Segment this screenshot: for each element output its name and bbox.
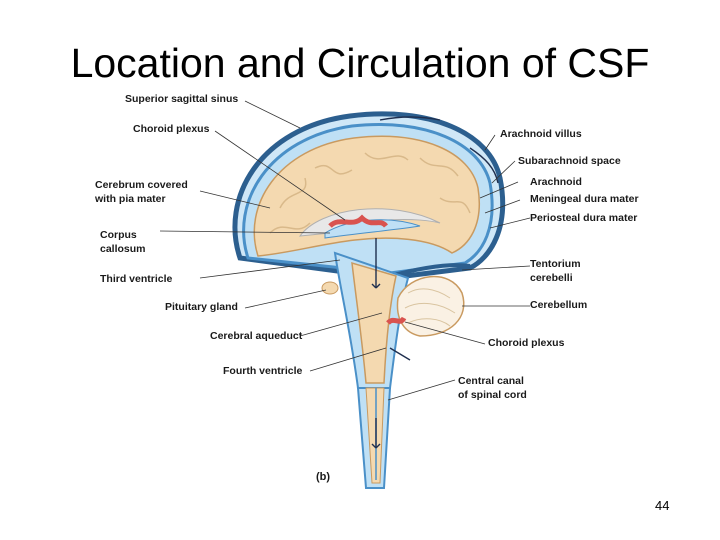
label-corpus-line1: Corpus xyxy=(100,229,137,241)
pituitary-gland xyxy=(321,281,339,295)
label-superior-sagittal-sinus: Superior sagittal sinus xyxy=(125,93,239,105)
slide-title: Location and Circulation of CSF xyxy=(70,40,650,86)
brain-csf-diagram: Superior sagittal sinus Choroid plexus C… xyxy=(90,88,650,498)
label-tentorium-line1: Tentorium xyxy=(530,258,581,270)
label-central-canal-line2: of spinal cord xyxy=(458,389,527,401)
tentorium-cerebelli xyxy=(389,263,471,278)
cerebellum-folia xyxy=(404,288,456,327)
choroid-plexus-upper xyxy=(328,214,388,228)
label-fourth-ventricle: Fourth ventricle xyxy=(223,365,303,377)
label-arachnoid: Arachnoid xyxy=(530,176,582,188)
label-cerebellum: Cerebellum xyxy=(530,299,588,311)
page-number: 44 xyxy=(655,498,670,513)
label-arachnoid-villus: Arachnoid villus xyxy=(500,128,582,140)
cerebellum xyxy=(396,276,465,337)
label-central-canal-line1: Central canal xyxy=(458,375,524,387)
label-periosteal-dura: Periosteal dura mater xyxy=(530,212,638,224)
label-corpus-line2: callosum xyxy=(100,243,146,255)
label-cerebral-aqueduct: Cerebral aqueduct xyxy=(210,330,303,342)
label-pituitary-gland: Pituitary gland xyxy=(165,301,238,313)
label-third-ventricle: Third ventricle xyxy=(100,273,173,285)
label-choroid-plexus-top: Choroid plexus xyxy=(133,123,210,135)
label-subarachnoid-space: Subarachnoid space xyxy=(518,155,621,167)
label-tentorium-line2: cerebelli xyxy=(530,272,573,284)
label-cerebrum-line1: Cerebrum covered xyxy=(95,179,188,191)
figure-panel-label: (b) xyxy=(316,471,331,483)
brainstem xyxy=(351,261,397,384)
leader-lines xyxy=(159,100,531,401)
flow-arrows xyxy=(371,116,499,449)
label-choroid-plexus-bottom: Choroid plexus xyxy=(488,337,565,349)
choroid-plexus-lower xyxy=(386,316,407,325)
brain-illustration xyxy=(159,100,531,489)
label-cerebrum-line2: with pia mater xyxy=(95,193,166,205)
spinal-cord xyxy=(365,387,385,484)
label-meningeal-dura: Meningeal dura mater xyxy=(530,193,639,205)
gyri-folds xyxy=(269,152,471,234)
